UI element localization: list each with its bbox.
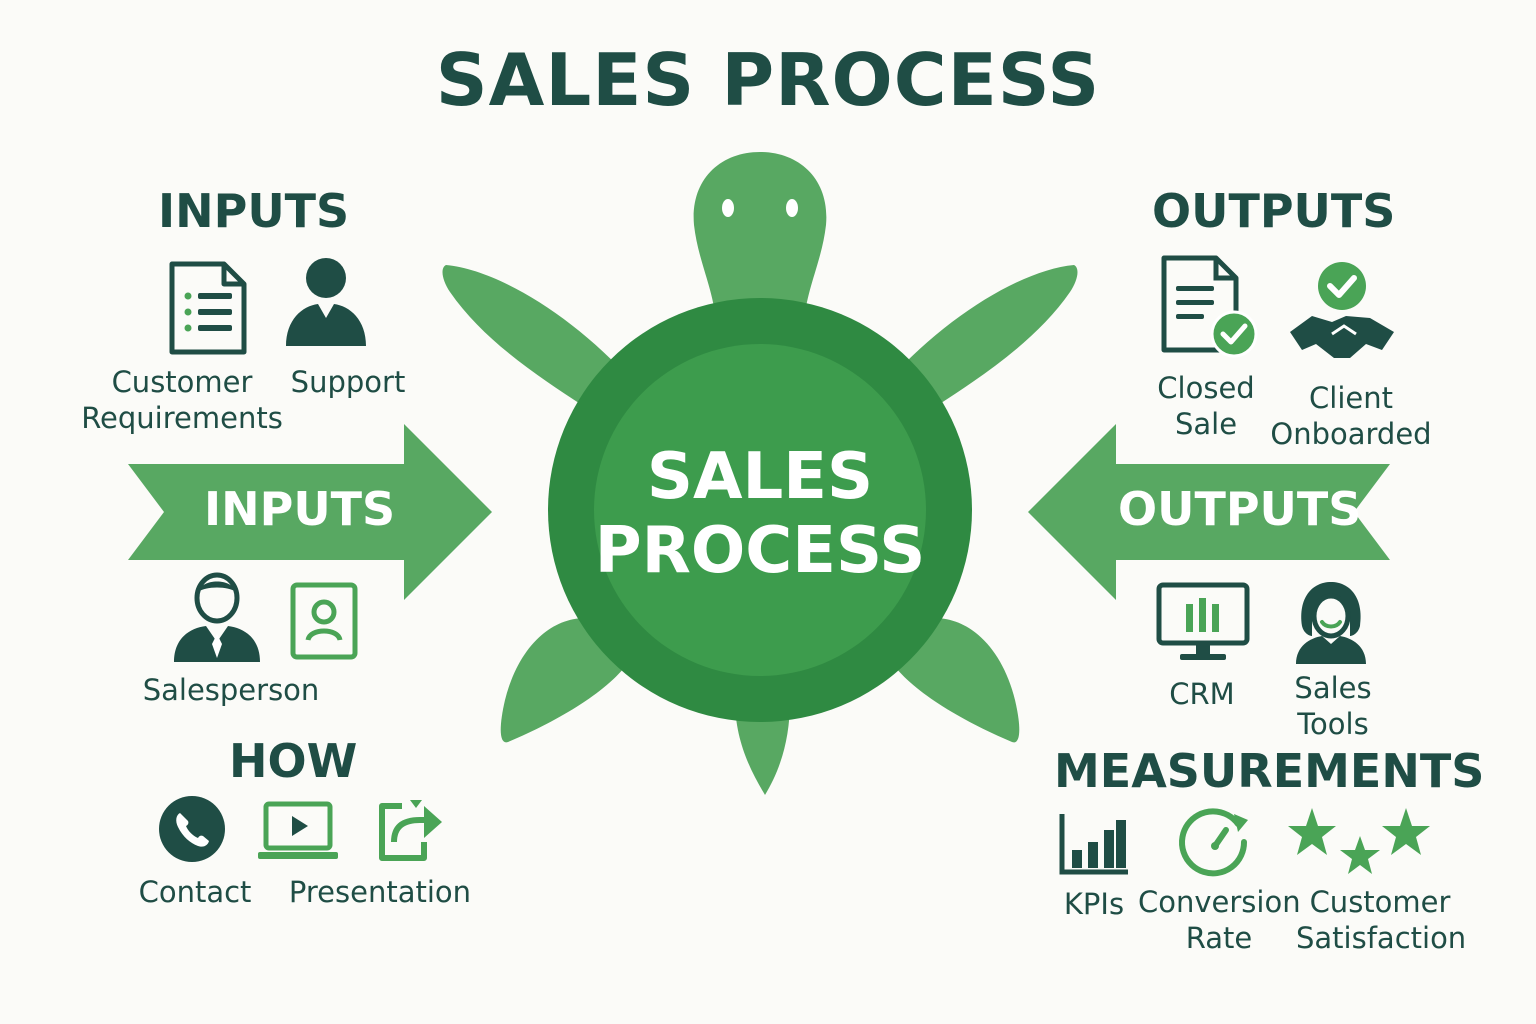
label-salesperson: Salesperson xyxy=(142,673,320,707)
share-arrow-icon xyxy=(379,800,442,861)
how-heading: HOW xyxy=(229,734,358,788)
document-check-icon xyxy=(1161,255,1258,358)
label-presentation: Presentation xyxy=(288,875,472,909)
outputs-arrow xyxy=(1028,424,1390,600)
bar-chart-icon xyxy=(1059,814,1128,875)
turtle-head xyxy=(693,152,827,320)
measurements-heading: MEASUREMENTS xyxy=(1054,744,1485,798)
outputs-arrow-label: OUTPUTS xyxy=(1118,482,1362,536)
turtle-shell-inner xyxy=(594,344,926,676)
handshake-check-icon xyxy=(1290,262,1394,358)
agent-headset-icon xyxy=(1296,582,1366,664)
label-contact: Contact xyxy=(138,875,252,909)
turtle-tail xyxy=(735,700,790,795)
businessman-icon xyxy=(174,572,260,662)
label-client-onboarded: Client Onboarded xyxy=(1270,381,1432,451)
label-closed-sale: Closed Sale xyxy=(1157,371,1255,441)
inputs-arrow xyxy=(128,424,492,600)
turtle-flipper-back-left xyxy=(500,618,630,743)
phone-icon xyxy=(159,796,225,862)
label-sales-tools: Sales Tools xyxy=(1294,671,1372,741)
inputs-heading: INPUTS xyxy=(158,184,350,238)
label-customer-requirements: Customer Requirements xyxy=(81,365,283,435)
monitor-chart-icon xyxy=(1156,582,1250,660)
laptop-play-icon xyxy=(258,801,338,859)
label-crm: CRM xyxy=(1169,677,1235,711)
center-label-line1: SALES xyxy=(646,440,874,514)
turtle-flipper-back-right xyxy=(890,618,1020,743)
page-title: SALES PROCESS xyxy=(435,38,1101,122)
gauge-icon xyxy=(1179,808,1248,877)
contact-card-icon xyxy=(290,582,358,660)
label-kpis: KPIs xyxy=(1063,887,1125,921)
outputs-heading: OUTPUTS xyxy=(1152,184,1396,238)
center-label: SALES PROCESS xyxy=(560,440,960,588)
label-support: Support xyxy=(290,365,406,399)
person-icon xyxy=(286,258,366,346)
document-list-icon xyxy=(169,261,247,355)
stars-icon xyxy=(1288,808,1430,874)
label-conversion-rate: Conversion Rate xyxy=(1138,885,1301,955)
inputs-arrow-label: INPUTS xyxy=(204,482,396,536)
label-customer-satisfaction: Customer Satisfaction xyxy=(1296,885,1467,955)
center-label-line2: PROCESS xyxy=(594,514,926,588)
turtle-diagram xyxy=(442,152,1078,795)
